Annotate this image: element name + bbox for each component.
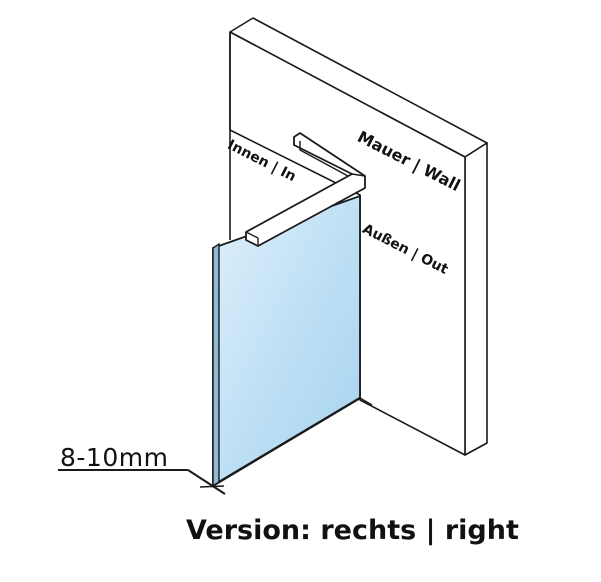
dimension-marker [58,469,226,495]
wall [229,17,488,456]
version-caption: Version: rechts | right [186,515,519,546]
wall-side-face [464,142,488,456]
wall-profile [245,132,366,247]
glass-panel [212,194,373,488]
glass-thickness-label: 8-10mm [60,443,169,472]
